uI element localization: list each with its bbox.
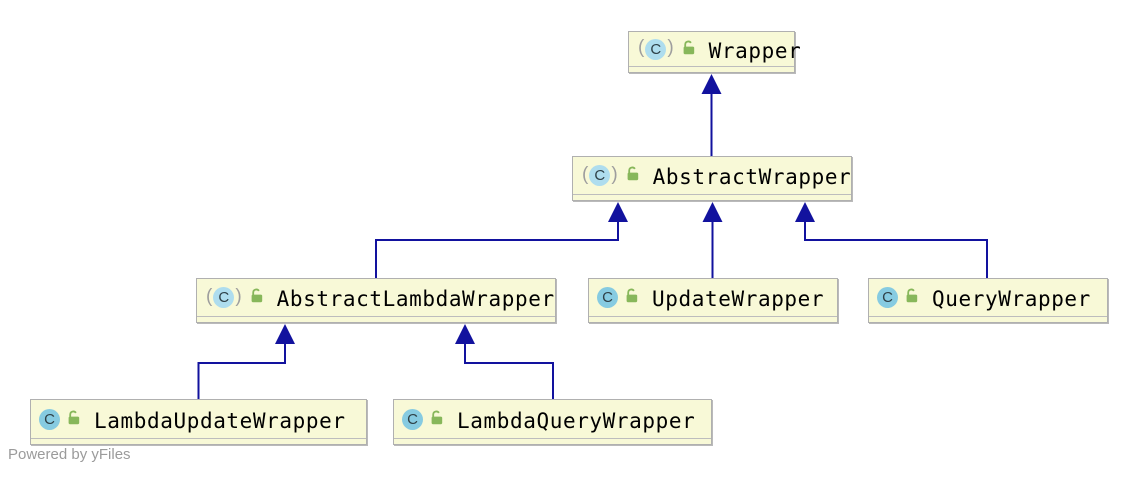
class-node-abstract-lambda-wrapper[interactable]: AbstractLambdaWrapper	[196, 278, 556, 323]
unlocked-public-icon	[623, 287, 640, 308]
edge-lambdaupdatewrapper-extends-abstractlambdawrapper[interactable]	[197, 324, 296, 399]
unlocked-public-icon	[65, 409, 82, 430]
class-icon	[402, 408, 423, 430]
abstract-paren-icon	[234, 287, 242, 309]
class-node-lambda-update-wrapper[interactable]: LambdaUpdateWrapper	[30, 399, 367, 445]
class-name-label: UpdateWrapper	[652, 287, 825, 311]
inheritance-arrowhead	[608, 202, 628, 222]
edge-abstractwrapper-extends-wrapper[interactable]	[701, 74, 722, 156]
abstract-paren-icon	[666, 38, 674, 60]
inheritance-arrowhead	[455, 324, 475, 344]
yfiles-watermark: Powered by yFiles	[8, 446, 131, 463]
class-name-label: AbstractWrapper	[652, 165, 852, 189]
unlocked-public-icon	[680, 39, 697, 60]
class-name-label: LambdaQueryWrapper	[457, 408, 696, 433]
unlocked-public-icon	[248, 287, 265, 308]
abstract-paren-icon	[205, 287, 213, 309]
unlocked-public-icon	[624, 165, 641, 186]
class-name-label: LambdaUpdateWrapper	[94, 408, 346, 433]
inheritance-arrowhead	[702, 202, 723, 222]
class-icon	[645, 38, 667, 60]
class-node-abstract-wrapper[interactable]: AbstractWrapper	[572, 156, 852, 201]
edge-updatewrapper-extends-abstractwrapper[interactable]	[702, 202, 723, 278]
class-node-query-wrapper[interactable]: QueryWrapper	[868, 278, 1108, 323]
abstract-paren-icon	[610, 165, 618, 187]
class-node-lambda-query-wrapper[interactable]: LambdaQueryWrapper	[393, 399, 712, 445]
edge-abstractlambdawrapper-extends-abstractwrapper[interactable]	[375, 202, 628, 278]
inheritance-arrowhead	[275, 324, 295, 344]
class-name-label: Wrapper	[708, 38, 802, 63]
inheritance-arrowhead	[701, 74, 722, 94]
class-icon	[39, 408, 60, 430]
unlocked-public-icon	[428, 409, 445, 430]
inheritance-arrowhead	[795, 202, 815, 222]
class-icon	[213, 287, 235, 308]
class-node-wrapper[interactable]: Wrapper	[628, 31, 801, 73]
class-node-update-wrapper[interactable]: UpdateWrapper	[588, 278, 838, 323]
edge-lambdaquerywrapper-extends-abstractlambdawrapper[interactable]	[455, 324, 554, 399]
abstract-paren-icon	[581, 165, 589, 187]
unlocked-public-icon	[903, 287, 920, 308]
class-icon	[877, 287, 898, 308]
edge-querywrapper-extends-abstractwrapper[interactable]	[795, 202, 988, 278]
class-icon	[597, 287, 618, 308]
class-name-label: AbstractLambdaWrapper	[276, 287, 555, 311]
class-name-label: QueryWrapper	[932, 287, 1091, 311]
class-icon	[589, 165, 611, 186]
abstract-paren-icon	[637, 38, 645, 60]
